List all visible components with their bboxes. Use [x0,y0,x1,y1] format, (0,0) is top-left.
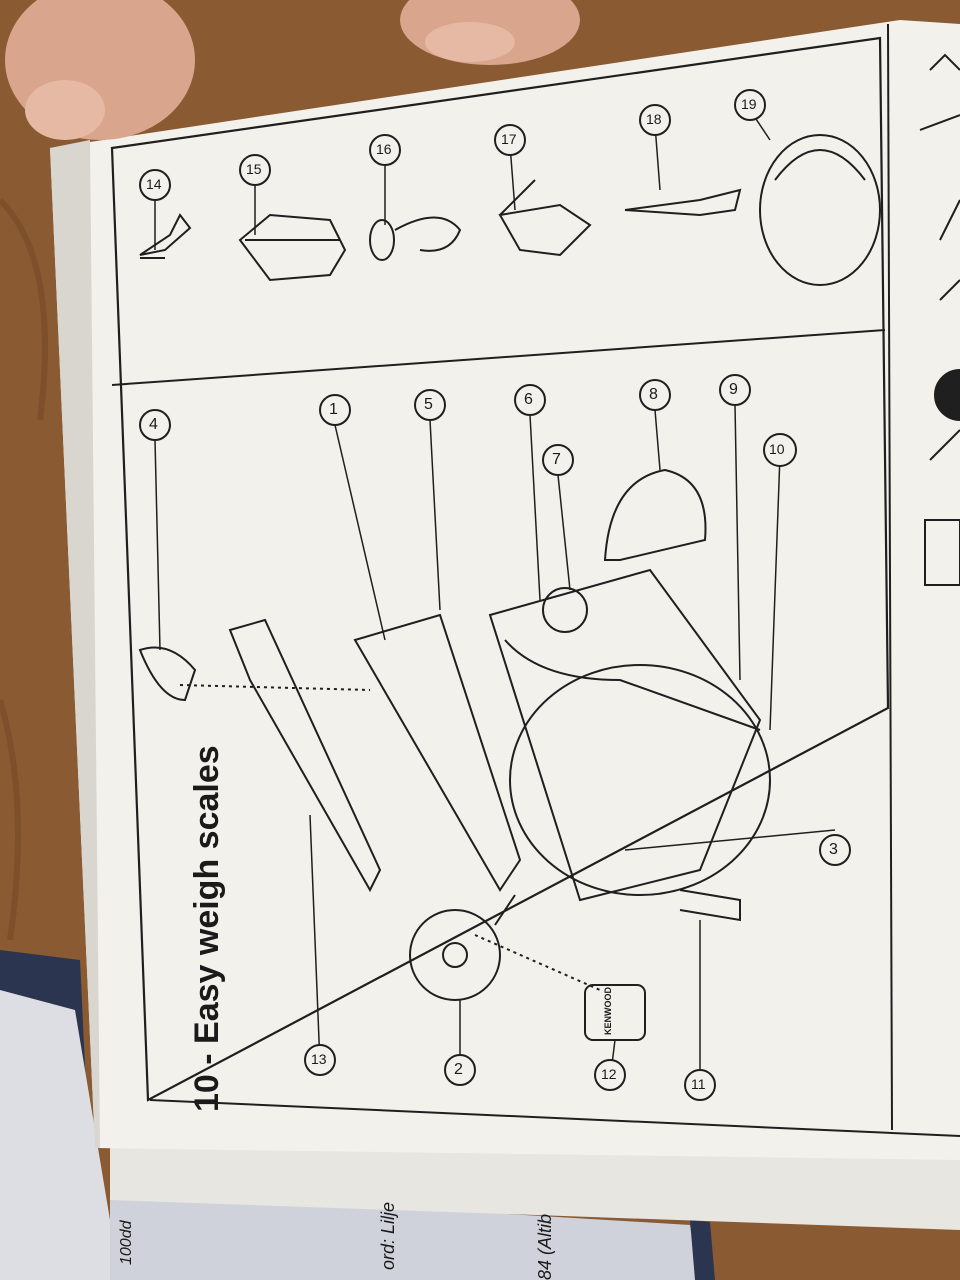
frame-divider [111,329,886,386]
callout-3: 3 [829,841,838,858]
diagram-frame [110,36,890,1102]
callout-4: 4 [149,416,158,433]
callout-8: 8 [649,386,658,403]
bowl-brand: KENWOOD [603,987,613,1035]
callout-15: 15 [246,161,262,177]
callout-19: 19 [741,96,757,112]
attachments-illustrations [139,134,881,286]
finger-right-nail [425,22,515,62]
callout-1: 1 [329,401,338,418]
callout-13: 13 [311,1051,327,1067]
callout-leaders [154,109,836,1085]
callout-6: 6 [524,391,533,408]
callout-16: 16 [376,141,392,157]
mixer-illustration [138,468,771,1041]
sheet-text-1: ord: Lilje [378,1201,398,1270]
finger-left-nail [25,80,105,140]
callout-18: 18 [646,111,662,127]
callout-14: 14 [146,176,162,192]
callout-2: 2 [454,1061,463,1078]
manual-page [50,20,960,1160]
next-section-rule [887,23,893,1131]
bottom-rule [149,1099,960,1137]
sheet-text-3: 100dd [118,1220,135,1266]
sheet-text-2: 84 (Altib [535,1213,555,1280]
plastic-sleeve-right [110,1190,700,1280]
under-page [110,1140,960,1230]
page-shadow [50,140,100,1148]
section-heading: 10 - Easy weigh scales [188,745,226,1112]
callout-11: 11 [691,1076,706,1092]
plastic-sleeve [0,990,120,1280]
callout-7: 7 [552,451,561,468]
binder-edge [690,1220,715,1280]
callout-9: 9 [729,381,738,398]
callout-17: 17 [501,131,517,147]
next-section-icons [919,53,960,586]
callout-circles [139,89,851,1101]
callout-5: 5 [424,396,433,413]
callout-10: 10 [769,441,785,457]
callout-12: 12 [601,1066,617,1082]
